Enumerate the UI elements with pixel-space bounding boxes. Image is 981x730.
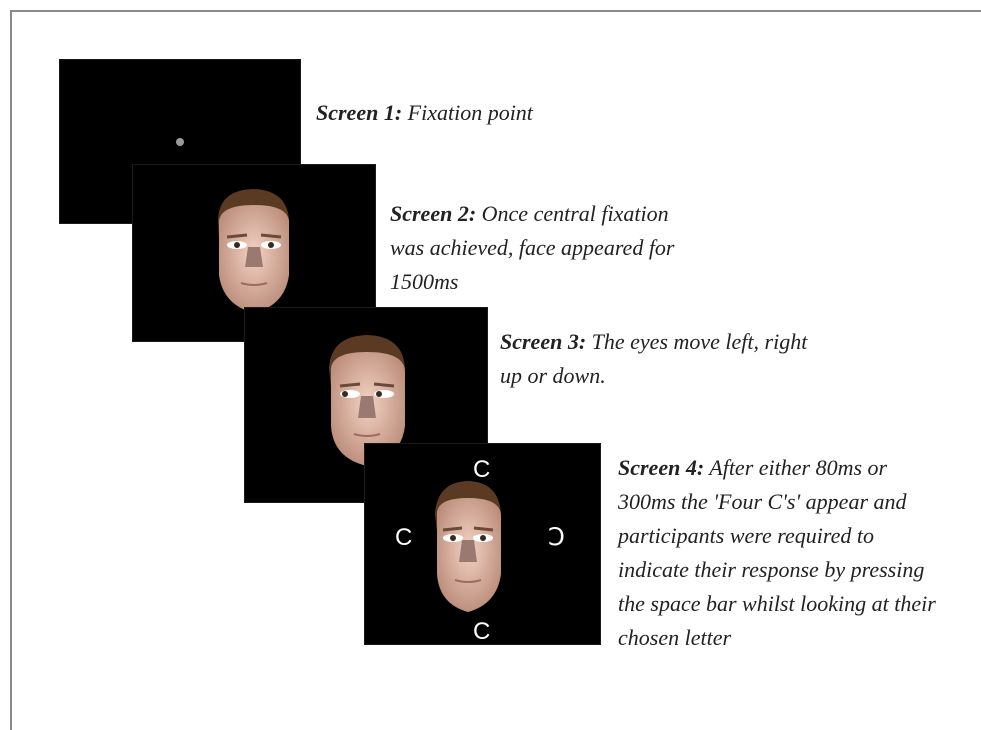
caption-screen-4: Screen 4: After either 80ms or 300ms the… <box>618 451 948 655</box>
fixation-dot <box>176 138 184 146</box>
caption-text: After either 80ms or 300ms the 'Four C's… <box>618 455 936 650</box>
target-letter-top: C <box>473 456 491 483</box>
caption-title: Screen 4: <box>618 455 705 480</box>
figure-frame <box>10 10 981 730</box>
target-letter-bottom: C <box>473 618 491 645</box>
caption-screen-2: Screen 2: Once central fixation was achi… <box>390 197 680 299</box>
caption-title: Screen 2: <box>390 201 477 226</box>
caption-title: Screen 3: <box>500 329 587 354</box>
caption-text: The eyes move left, right up or down. <box>500 329 808 388</box>
screen-4-four-cs: C C Ↄ C <box>365 444 600 644</box>
face-image <box>329 335 405 466</box>
target-letter-left: C <box>395 524 413 551</box>
face-image <box>435 481 501 612</box>
target-letter-right: Ↄ <box>548 524 565 551</box>
caption-screen-1: Screen 1: Fixation point <box>316 96 616 130</box>
face-image <box>218 189 290 313</box>
caption-title: Screen 1: <box>316 100 403 125</box>
caption-text: Once central fixation was achieved, face… <box>390 201 675 294</box>
caption-text: Fixation point <box>407 100 533 125</box>
caption-screen-3: Screen 3: The eyes move left, right up o… <box>500 325 820 393</box>
